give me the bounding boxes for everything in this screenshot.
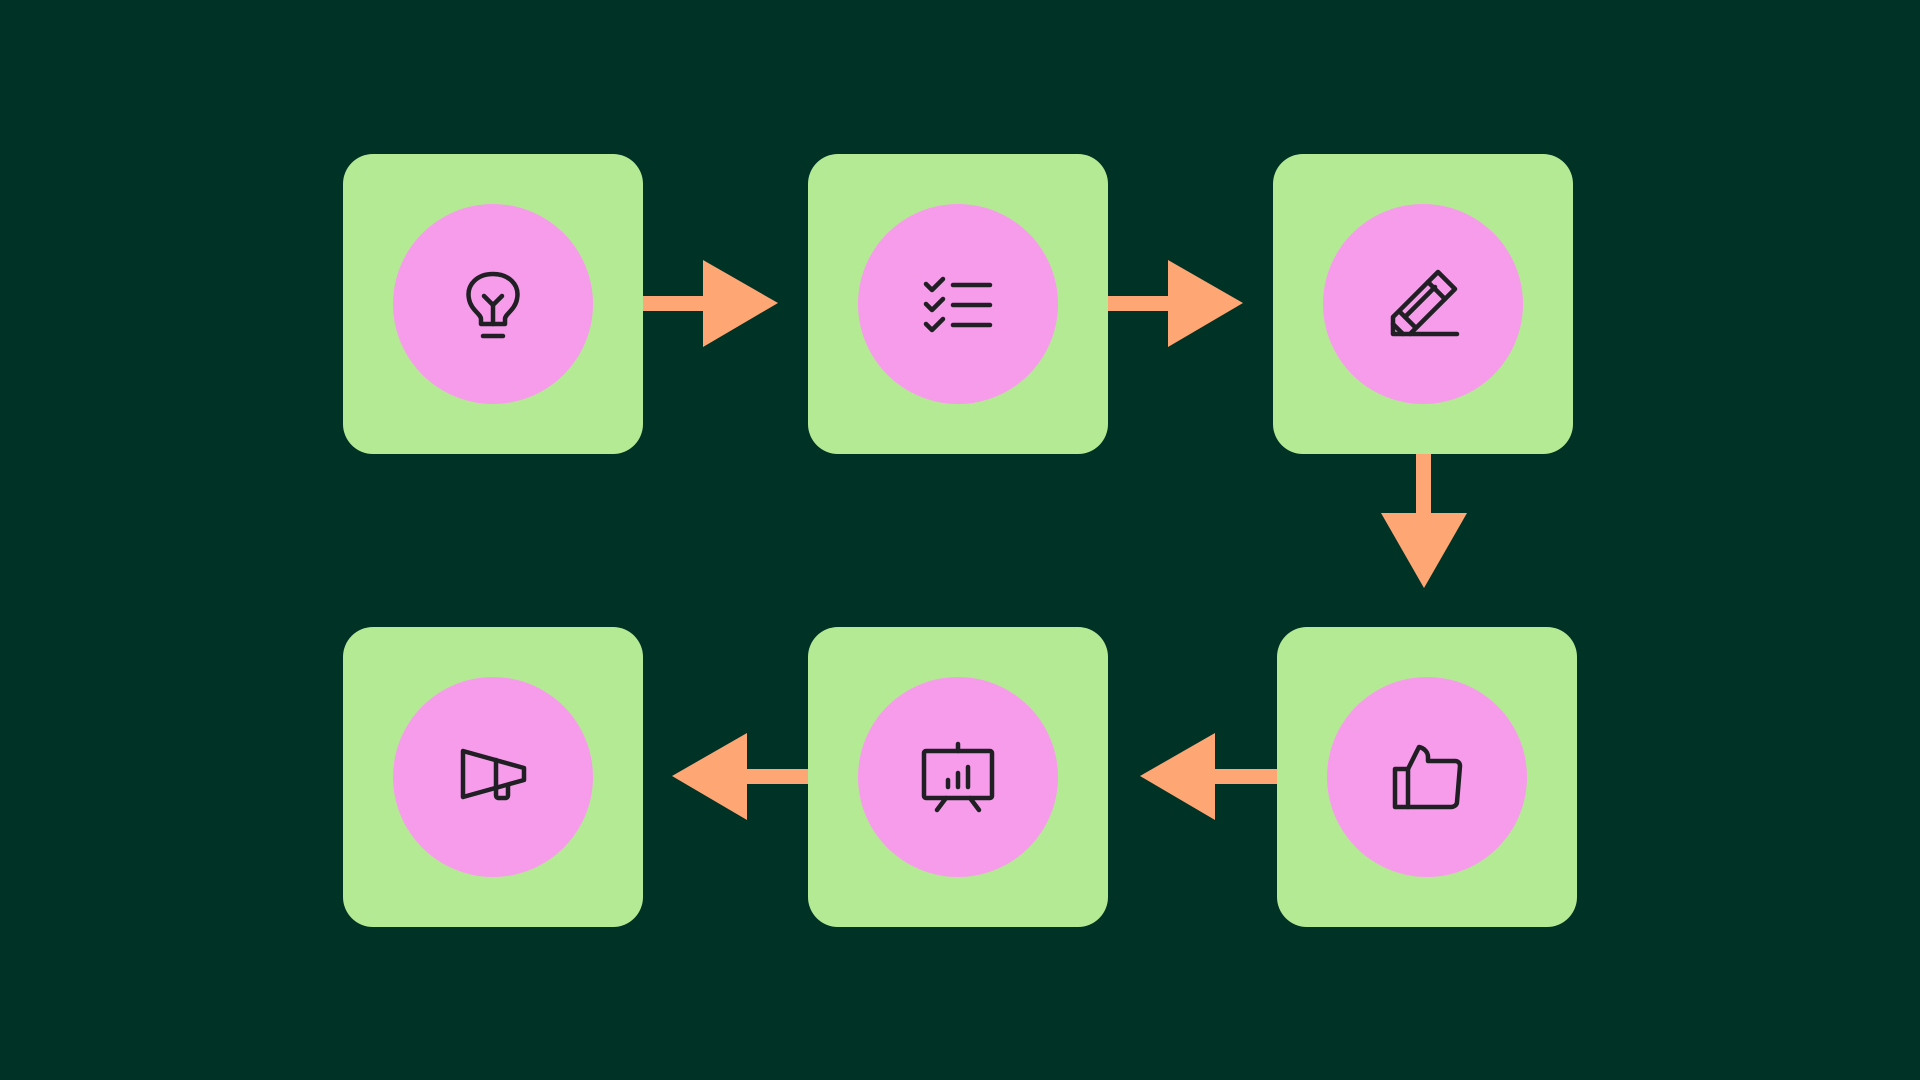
arrow-step3-to-step4	[1381, 454, 1467, 588]
arrow-step5-to-step6	[672, 733, 810, 820]
step-circle-2	[858, 204, 1058, 404]
pencil-edit-icon	[1373, 254, 1473, 354]
arrow-step2-to-step3	[1108, 260, 1243, 347]
step-card-6	[343, 627, 643, 927]
step-circle-6	[393, 677, 593, 877]
step-circle-4	[1327, 677, 1527, 877]
arrow-step1-to-step2	[643, 260, 778, 347]
step-card-2	[808, 154, 1108, 454]
step-circle-3	[1323, 204, 1523, 404]
arrow-step4-to-step5	[1140, 733, 1279, 820]
presentation-chart-icon	[908, 727, 1008, 827]
megaphone-icon	[443, 727, 543, 827]
step-card-1	[343, 154, 643, 454]
step-card-5	[808, 627, 1108, 927]
step-circle-5	[858, 677, 1058, 877]
lightbulb-icon	[443, 254, 543, 354]
step-circle-1	[393, 204, 593, 404]
step-card-4	[1277, 627, 1577, 927]
step-card-3	[1273, 154, 1573, 454]
thumbs-up-icon	[1377, 727, 1477, 827]
checklist-icon	[908, 254, 1008, 354]
